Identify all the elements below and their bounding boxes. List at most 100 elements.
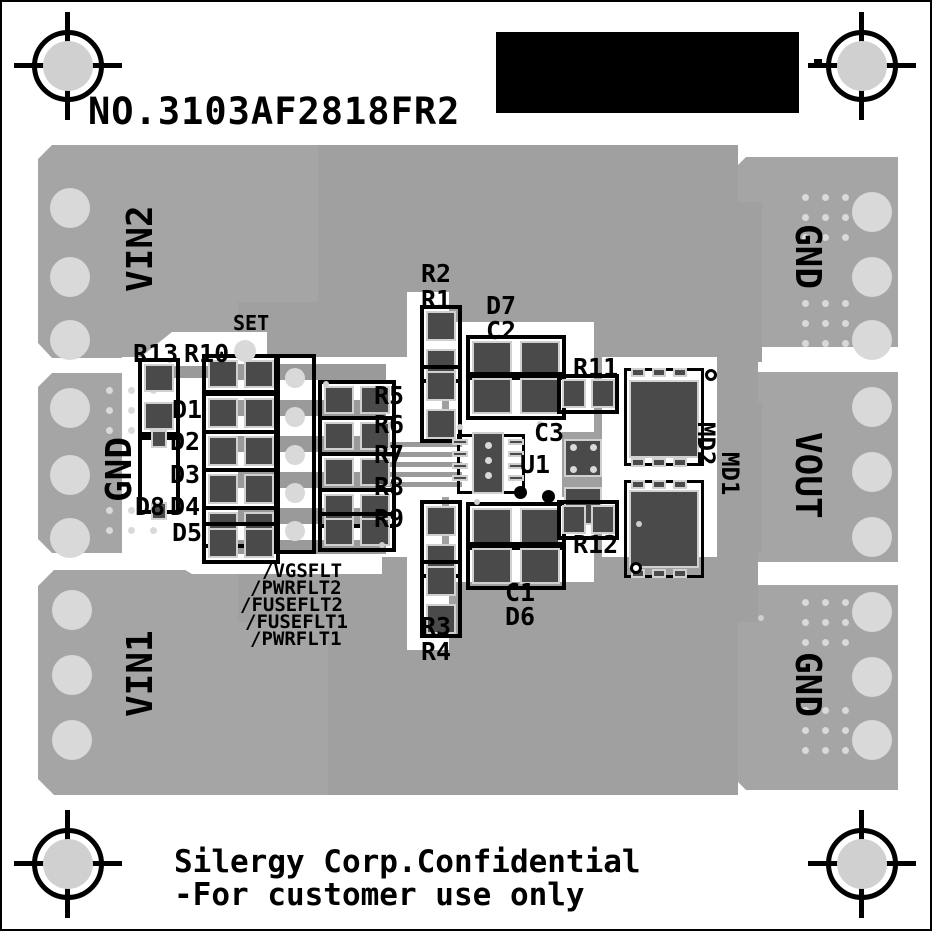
pad-r7-a	[324, 458, 354, 486]
designator-r4: R4	[421, 637, 452, 666]
through-hole-gndL-3	[50, 518, 90, 558]
terminal-label-gnd-right-top: GND	[787, 224, 828, 290]
through-hole-vin1-1	[52, 590, 92, 630]
header-pin-1	[285, 368, 305, 388]
pad-d8-a	[151, 430, 167, 448]
terminal-label-vin2: VIN2	[120, 205, 161, 292]
pad-d5-a	[208, 528, 238, 558]
via-misc-1	[457, 424, 463, 430]
pad-md2-body	[629, 380, 699, 458]
via-c3-3	[570, 466, 577, 473]
pad-c1-a	[472, 508, 512, 544]
pad-d1-a	[208, 398, 238, 428]
pad-d5-b	[244, 528, 274, 558]
pad-md2-pin5	[652, 458, 666, 467]
header-pin-2	[285, 407, 305, 427]
pad-d6-a	[472, 548, 512, 584]
designator-d2: D2	[170, 427, 201, 456]
pad-md1-pin5	[652, 569, 666, 578]
footer-line-2: -For customer use only	[174, 877, 585, 913]
pad-r11-b	[591, 379, 615, 408]
pad-r6-a	[324, 422, 354, 450]
pad-md1-pin3	[673, 480, 687, 489]
trace-fan-2	[382, 452, 462, 457]
terminal-label-gnd-right-bottom: GND	[787, 652, 828, 718]
designator-d6: D6	[505, 602, 536, 631]
pad-u1-pin-l1	[452, 439, 468, 445]
pad-c1-b	[520, 508, 560, 544]
designator-r8: R8	[374, 472, 405, 501]
component-outline-r11	[557, 374, 619, 414]
through-hole-vout-1	[852, 387, 892, 427]
via-r5-corner	[323, 381, 329, 387]
trace-fan-3	[382, 462, 462, 467]
marker-md2-pin1	[705, 369, 717, 381]
component-outline-r4	[420, 560, 462, 638]
pad-d8-b	[151, 502, 167, 520]
pad-u1-pin-l2	[452, 451, 468, 457]
pad-md2-pin6	[673, 458, 687, 467]
designator-r12: R12	[573, 530, 619, 559]
pad-md2-pin1	[631, 368, 645, 377]
pad-r10-a	[208, 360, 238, 388]
pad-r6-b	[360, 422, 390, 450]
through-hole-vin2-2	[50, 257, 90, 297]
designator-md2: MD2	[692, 422, 720, 466]
fiducial-bottom-left	[14, 810, 122, 918]
terminal-label-gnd-left: GND	[99, 436, 140, 502]
signal-label-2: /FUSEFLT2	[240, 594, 343, 616]
pad-r5-b	[360, 386, 390, 414]
through-hole-gndL-1	[50, 388, 90, 428]
pad-d7-b	[520, 341, 560, 374]
pad-md2-pin4	[631, 458, 645, 467]
component-outline-r12	[557, 500, 619, 540]
through-hole-vout-3	[852, 517, 892, 557]
pad-r3-a	[426, 506, 456, 536]
pad-r2-a	[426, 311, 456, 341]
pad-md2-pin2	[652, 368, 666, 377]
designator-r13: R13	[133, 339, 179, 368]
designator-d1: D1	[172, 395, 203, 424]
pad-u1-pin-l4	[452, 475, 468, 481]
pad-r9-a	[324, 518, 354, 546]
through-hole-gndR-bot-1	[852, 592, 892, 632]
pad-r1-a	[426, 371, 456, 401]
signal-label-4: /PWRFLT1	[250, 628, 342, 650]
pad-r12-b	[591, 505, 615, 534]
via-u1-3	[485, 472, 492, 479]
pad-r13-a	[144, 364, 174, 392]
through-hole-gndR-top-3	[852, 320, 892, 360]
through-hole-gndR-bot-3	[852, 720, 892, 760]
component-outline-r9	[318, 512, 396, 552]
fiducial-top-left	[14, 12, 122, 120]
pad-u1-pin-r1	[508, 439, 524, 445]
designator-r11: R11	[573, 353, 619, 382]
through-hole-vout-2	[852, 452, 892, 492]
fiducial-bottom-right	[808, 810, 916, 918]
component-outline-r8	[318, 488, 396, 528]
designator-r10: R10	[184, 339, 230, 368]
pad-c2-a	[472, 378, 512, 414]
pad-r1-b	[426, 409, 456, 439]
pad-u1-pin-l3	[452, 463, 468, 469]
via-md1-mark	[636, 521, 642, 527]
pad-r4-b	[426, 604, 456, 634]
pad-d6-b	[520, 548, 560, 584]
copper-pour-bridge-bottom	[328, 592, 738, 795]
pad-d3-a	[208, 474, 238, 504]
pad-u1-pin-r3	[508, 463, 524, 469]
pad-d3-b	[244, 474, 274, 504]
copper-pour-right-link-top	[702, 202, 762, 362]
designator-r7: R7	[374, 440, 405, 469]
pad-r8-b	[360, 494, 390, 522]
through-hole-gndR-top-1	[852, 192, 892, 232]
pad-r7-b	[360, 458, 390, 486]
designator-r9: R9	[374, 504, 405, 533]
pad-r8-a	[324, 494, 354, 522]
via-u1-2	[485, 457, 492, 464]
pad-d1-b	[244, 398, 274, 428]
pad-c2-b	[520, 378, 560, 414]
pad-u1-pin-r2	[508, 451, 524, 457]
signal-label-3: /FUSEFLT1	[245, 611, 348, 633]
